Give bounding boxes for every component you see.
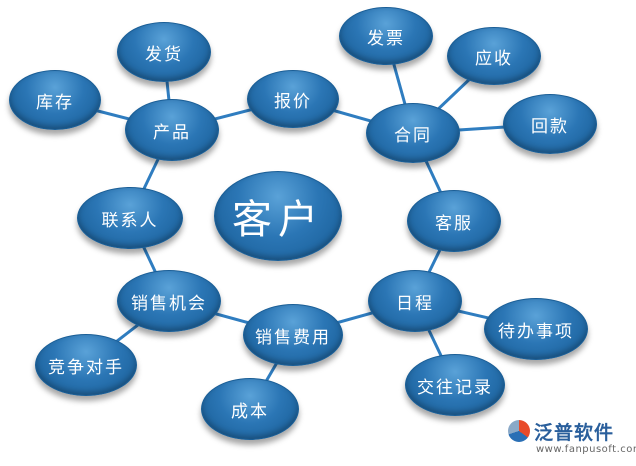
brand-logo-icon [508, 420, 530, 442]
node-lianxiren: 联系人 [77, 187, 183, 249]
node-jingzhengduishou: 竞争对手 [35, 334, 137, 396]
node-fapiao: 发票 [339, 7, 433, 65]
brand-url: www.fanpusoft.com [536, 444, 636, 455]
node-daibanshixiang: 待办事项 [484, 298, 588, 360]
node-yingshou: 应收 [447, 27, 541, 85]
node-baojia: 报价 [247, 70, 339, 128]
node-jiaowangjilu: 交往记录 [405, 354, 505, 416]
node-huikuan: 回款 [503, 94, 597, 154]
node-center: 客户 [214, 171, 342, 261]
node-kefu: 客服 [407, 190, 501, 252]
node-xiaoshoujihui: 销售机会 [117, 270, 221, 332]
node-xiaoshoufeiyong: 销售费用 [243, 304, 343, 366]
node-fahuo: 发货 [117, 22, 211, 82]
node-kucun: 库存 [9, 70, 101, 130]
node-chengben: 成本 [201, 378, 299, 440]
brand-watermark: 泛普软件 www.fanpusoft.com [508, 418, 636, 460]
node-chanpin: 产品 [125, 99, 219, 161]
node-hetong: 合同 [366, 103, 460, 163]
node-richeng: 日程 [368, 270, 462, 332]
brand-name: 泛普软件 [534, 422, 615, 444]
